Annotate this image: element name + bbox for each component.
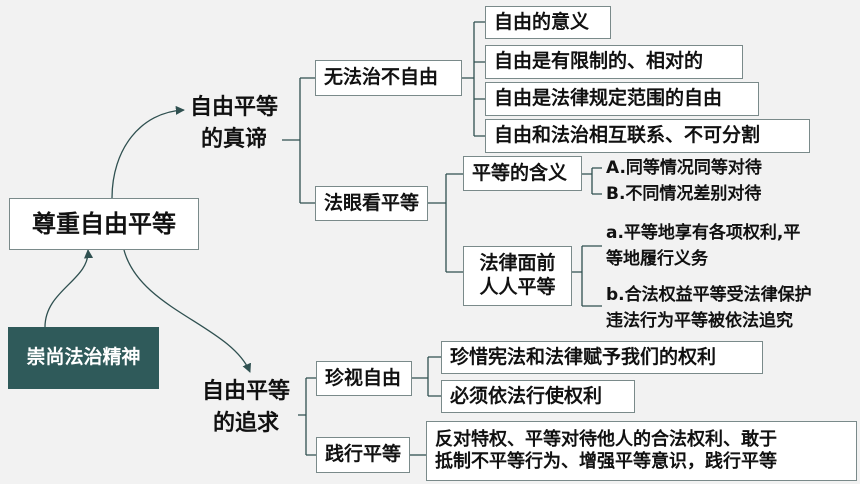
root-node: 尊重自由平等 <box>9 198 199 250</box>
item-exercise-rights-by-law: 必须依法行使权利 <box>441 380 635 413</box>
item-cherish-rights: 珍惜宪法和法律赋予我们的权利 <box>441 341 763 374</box>
item-freedom-limited: 自由是有限制的、相对的 <box>485 45 743 79</box>
bracket-branch-1 <box>282 77 315 204</box>
bracket-meaning-points <box>582 167 602 195</box>
point-b-line-2: 违法行为平等被依法追究 <box>606 311 793 331</box>
arrow-root-to-branch-1 <box>111 105 185 199</box>
detail-practice-equality-line-1: 反对特权、平等对待他人的合法权利、敢于 <box>435 428 777 450</box>
point-a-line-1: a.平等地享有各项权利,平 <box>606 223 801 243</box>
bracket-freedom-items <box>462 21 485 137</box>
point-a: a.平等地享有各项权利,平 等地履行义务 <box>606 220 800 272</box>
node-no-rule-of-law-no-freedom: 无法治不自由 <box>315 60 462 96</box>
arrow-source-to-root <box>44 249 94 328</box>
node-value-freedom: 珍视自由 <box>316 361 412 396</box>
node-equal-before-law: 法律面前 人人平等 <box>463 246 572 306</box>
node-equal-before-law-line-2: 人人平等 <box>479 276 556 298</box>
branch-2-title: 自由平等 的追求 <box>196 376 296 440</box>
branch-2-title-line-1: 自由平等 <box>201 379 290 404</box>
point-a-line-2: 等地履行义务 <box>606 249 708 269</box>
point-b: b.合法权益平等受法律保护 违法行为平等被依法追究 <box>606 282 812 334</box>
node-practice-equality: 践行平等 <box>316 437 410 473</box>
item-freedom-within-law: 自由是法律规定范围的自由 <box>485 82 759 116</box>
bracket-branch-2 <box>298 377 316 456</box>
item-freedom-meaning: 自由的意义 <box>485 6 611 39</box>
point-A: A.同等情况同等对待 <box>606 158 762 178</box>
node-equality-in-law-view: 法眼看平等 <box>315 186 428 221</box>
bracket-equality-subs <box>428 173 463 273</box>
node-equality-meaning: 平等的含义 <box>463 156 582 191</box>
source-node: 崇尚法治精神 <box>8 327 159 389</box>
node-equal-before-law-line-1: 法律面前 <box>479 252 556 275</box>
branch-1-title-line-2: 的真谛 <box>200 127 267 152</box>
detail-practice-equality-line-2: 抵制不平等行为、增强平等意识，践行平等 <box>435 451 777 472</box>
point-b-line-1: b.合法权益平等受法律保护 <box>606 285 812 305</box>
arrow-root-to-branch-2 <box>123 249 251 373</box>
branch-1-title-line-1: 自由平等 <box>189 95 278 120</box>
item-freedom-and-law-linked: 自由和法治相互联系、不可分割 <box>485 119 810 153</box>
point-B: B.不同情况差别对待 <box>606 184 762 204</box>
detail-practice-equality: 反对特权、平等对待他人的合法权利、敢于 抵制不平等行为、增强平等意识，践行平等 <box>426 421 857 481</box>
branch-2-title-line-2: 的追求 <box>212 411 279 436</box>
bracket-law-points <box>572 245 602 307</box>
branch-1-title: 自由平等 的真谛 <box>186 92 282 156</box>
bracket-value-items <box>412 356 441 397</box>
